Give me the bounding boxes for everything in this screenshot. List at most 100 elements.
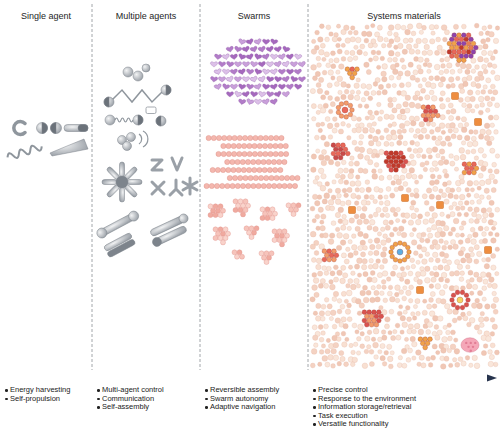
systems-materials-art-part <box>363 128 369 134</box>
systems-materials-art-part <box>320 278 325 283</box>
systems-materials-art-part <box>425 252 430 257</box>
systems-materials-art-part <box>449 205 453 209</box>
systems-materials-art-part <box>404 213 410 219</box>
systems-materials-art-part <box>356 195 361 200</box>
systems-materials-art-part <box>382 247 387 252</box>
systems-materials-art-part <box>431 355 436 360</box>
systems-materials-art-part <box>460 305 465 310</box>
single-agent-art-part <box>6 143 42 161</box>
systems-materials-art-part <box>447 323 452 328</box>
systems-materials-art-part <box>455 290 460 295</box>
systems-materials-art-part <box>328 70 334 76</box>
systems-materials-art-part <box>425 82 431 88</box>
systems-materials-art-part <box>459 194 465 200</box>
systems-materials-art-part <box>330 310 336 316</box>
systems-materials-art-part <box>401 155 406 160</box>
systems-materials-art-part <box>440 221 446 227</box>
swarms-art-part <box>279 135 284 140</box>
multiple-agents-art-part-part <box>102 180 117 185</box>
systems-materials-art-part <box>490 136 494 140</box>
systems-materials-art-part <box>431 31 435 35</box>
systems-materials-art-part <box>340 356 345 361</box>
systems-materials-art-part <box>406 357 411 362</box>
systems-materials-art-part <box>345 67 350 72</box>
systems-materials-art-part <box>478 317 484 323</box>
systems-materials-art-part <box>384 128 389 133</box>
systems-materials-art-part <box>336 151 341 156</box>
systems-materials-art-part <box>373 328 379 334</box>
systems-materials-art-part <box>437 45 442 50</box>
systems-materials-art-part <box>452 358 456 362</box>
systems-materials-art-part <box>381 330 386 335</box>
systems-materials-art-part <box>322 266 327 271</box>
systems-materials-art-part <box>495 232 499 236</box>
multiple-agents-art-part <box>127 133 136 142</box>
systems-materials-art-part <box>405 108 410 113</box>
bullet-item: Reversible assembly <box>204 386 279 395</box>
systems-materials-art-part <box>345 337 349 341</box>
systems-materials-art-part <box>480 129 486 135</box>
systems-materials-art-part <box>448 193 453 198</box>
systems-materials-art-part <box>434 76 439 81</box>
systems-materials-art-part <box>395 323 400 328</box>
systems-materials-art-part <box>353 342 358 347</box>
systems-materials-art-part <box>395 24 401 30</box>
systems-materials-art-part <box>484 123 490 129</box>
systems-materials-art-part <box>386 155 391 160</box>
systems-materials-art-part <box>392 97 397 102</box>
systems-materials-art-part <box>363 233 368 238</box>
systems-materials-art-part <box>476 83 481 88</box>
systems-materials-art-part <box>389 250 394 255</box>
systems-materials-art-part <box>490 317 495 322</box>
systems-materials-art-part <box>407 250 412 255</box>
systems-materials-art-part <box>316 149 320 153</box>
systems-materials-art-part <box>333 355 339 361</box>
systems-materials-art-part <box>427 228 432 233</box>
swarms-art-part <box>245 159 250 164</box>
systems-materials-art-part <box>422 77 426 81</box>
systems-materials-art-part <box>486 179 492 185</box>
systems-materials-art-part <box>434 325 439 330</box>
systems-materials-art-part <box>364 62 369 67</box>
systems-materials-art-part <box>327 123 333 129</box>
swarms-art-part <box>221 240 226 245</box>
systems-materials-art-part <box>429 90 434 95</box>
systems-materials-art-part <box>441 299 446 304</box>
systems-materials-art-part <box>394 167 399 172</box>
multiple-agents-art-part-part <box>127 209 141 223</box>
systems-materials-art-part <box>359 147 365 153</box>
systems-materials-art-part <box>419 30 423 34</box>
systems-materials-art-part <box>351 271 356 276</box>
systems-materials-art-part <box>464 201 469 206</box>
swarms-art-part <box>258 135 263 140</box>
systems-materials-art-part <box>471 82 476 87</box>
systems-materials-art-part <box>354 214 359 219</box>
systems-materials-art-part <box>380 291 385 296</box>
swarms-art-part <box>286 203 291 208</box>
swarms-art-part <box>238 199 243 204</box>
systems-materials-art-part <box>457 264 462 269</box>
systems-materials-art-part <box>408 348 413 353</box>
single-agent-art-part <box>37 123 48 134</box>
systems-materials-art-part <box>389 232 394 237</box>
systems-materials-art-part <box>401 25 406 30</box>
systems-materials-art-part <box>419 121 425 127</box>
systems-materials-art-part <box>435 113 440 118</box>
swarms-art-part <box>274 46 282 53</box>
swarms-art-part <box>231 143 236 148</box>
systems-materials-art-part <box>466 283 472 289</box>
swarms-art-part <box>274 91 283 98</box>
multiple-agents-art-part <box>123 142 132 151</box>
systems-materials-art-part <box>376 318 381 323</box>
swarms-art-part <box>216 151 221 156</box>
swarms-art-part <box>230 54 238 60</box>
systems-materials-art-part <box>493 309 498 314</box>
multiple-agents-art-part <box>161 85 171 95</box>
swarms-art-part <box>298 77 305 83</box>
systems-materials-art-part <box>325 90 330 95</box>
systems-materials-art-part <box>417 244 422 249</box>
systems-materials-art-part <box>333 265 338 270</box>
systems-materials-art-part <box>412 316 416 320</box>
systems-materials-art-part <box>319 24 324 29</box>
systems-materials-art-part <box>429 24 434 29</box>
